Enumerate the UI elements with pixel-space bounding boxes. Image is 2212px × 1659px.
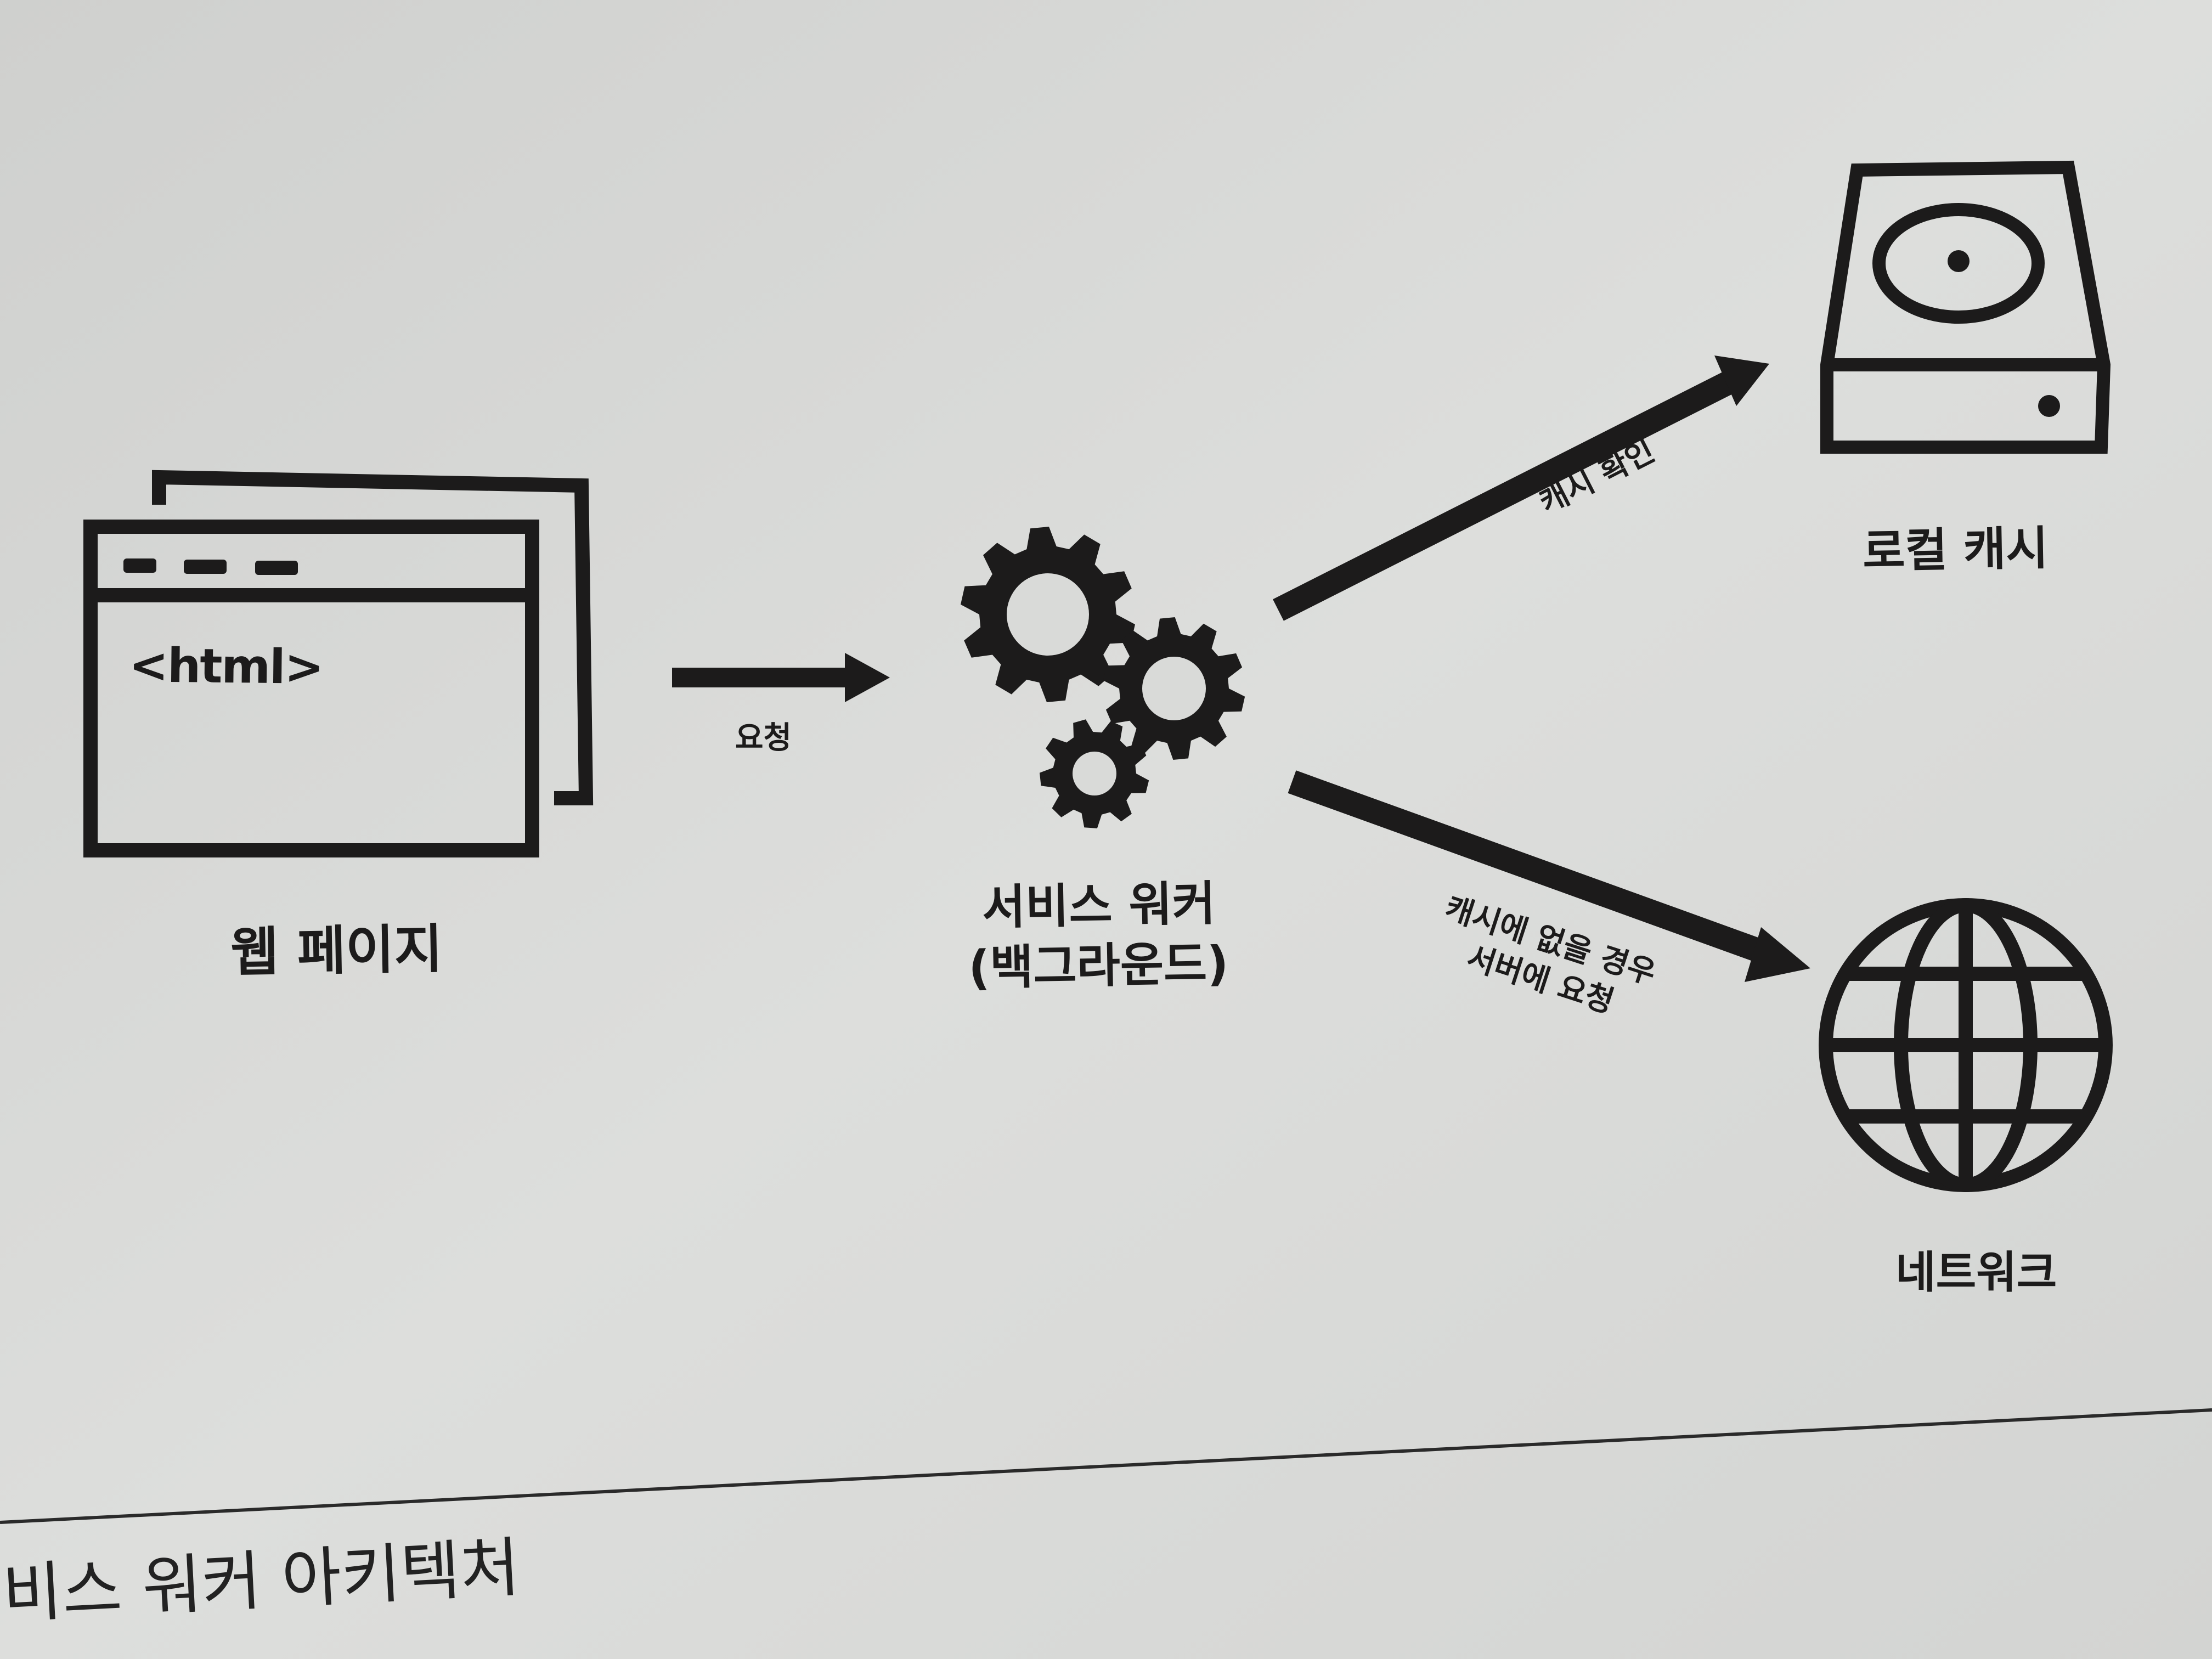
window-dot-1 [123, 558, 156, 573]
caption-rule [0, 1408, 2212, 1524]
drive-spindle [1948, 250, 1970, 272]
window-dot-2 [184, 560, 227, 574]
request-arrow [672, 653, 890, 702]
cache-check-arrow [1273, 356, 1769, 621]
drive-led [2038, 395, 2060, 417]
front-window-frame [83, 520, 539, 857]
hard-drive-icon [1820, 160, 2111, 454]
web-page-label: 웹 페이지 [230, 918, 443, 984]
back-window-frame [152, 470, 594, 805]
web-page-code: <html> [128, 638, 324, 695]
gear-large-hole [1007, 573, 1089, 656]
network-request-arrow [1288, 770, 1810, 982]
local-cache-label: 로컬 캐시 [1862, 521, 2049, 578]
request-label: 요청 [735, 720, 792, 756]
gear-medium-hole [1142, 657, 1206, 720]
gears-icon [961, 527, 1245, 828]
globe-icon [1819, 898, 2113, 1192]
gear-small-hole [1073, 752, 1116, 795]
browser-window-icon [83, 470, 594, 857]
network-label: 네트워크 [1895, 1247, 2057, 1298]
window-dot-3 [255, 561, 298, 575]
drive-platter [1872, 203, 2045, 324]
service-worker-sublabel: (백그라운드) [968, 936, 1229, 996]
